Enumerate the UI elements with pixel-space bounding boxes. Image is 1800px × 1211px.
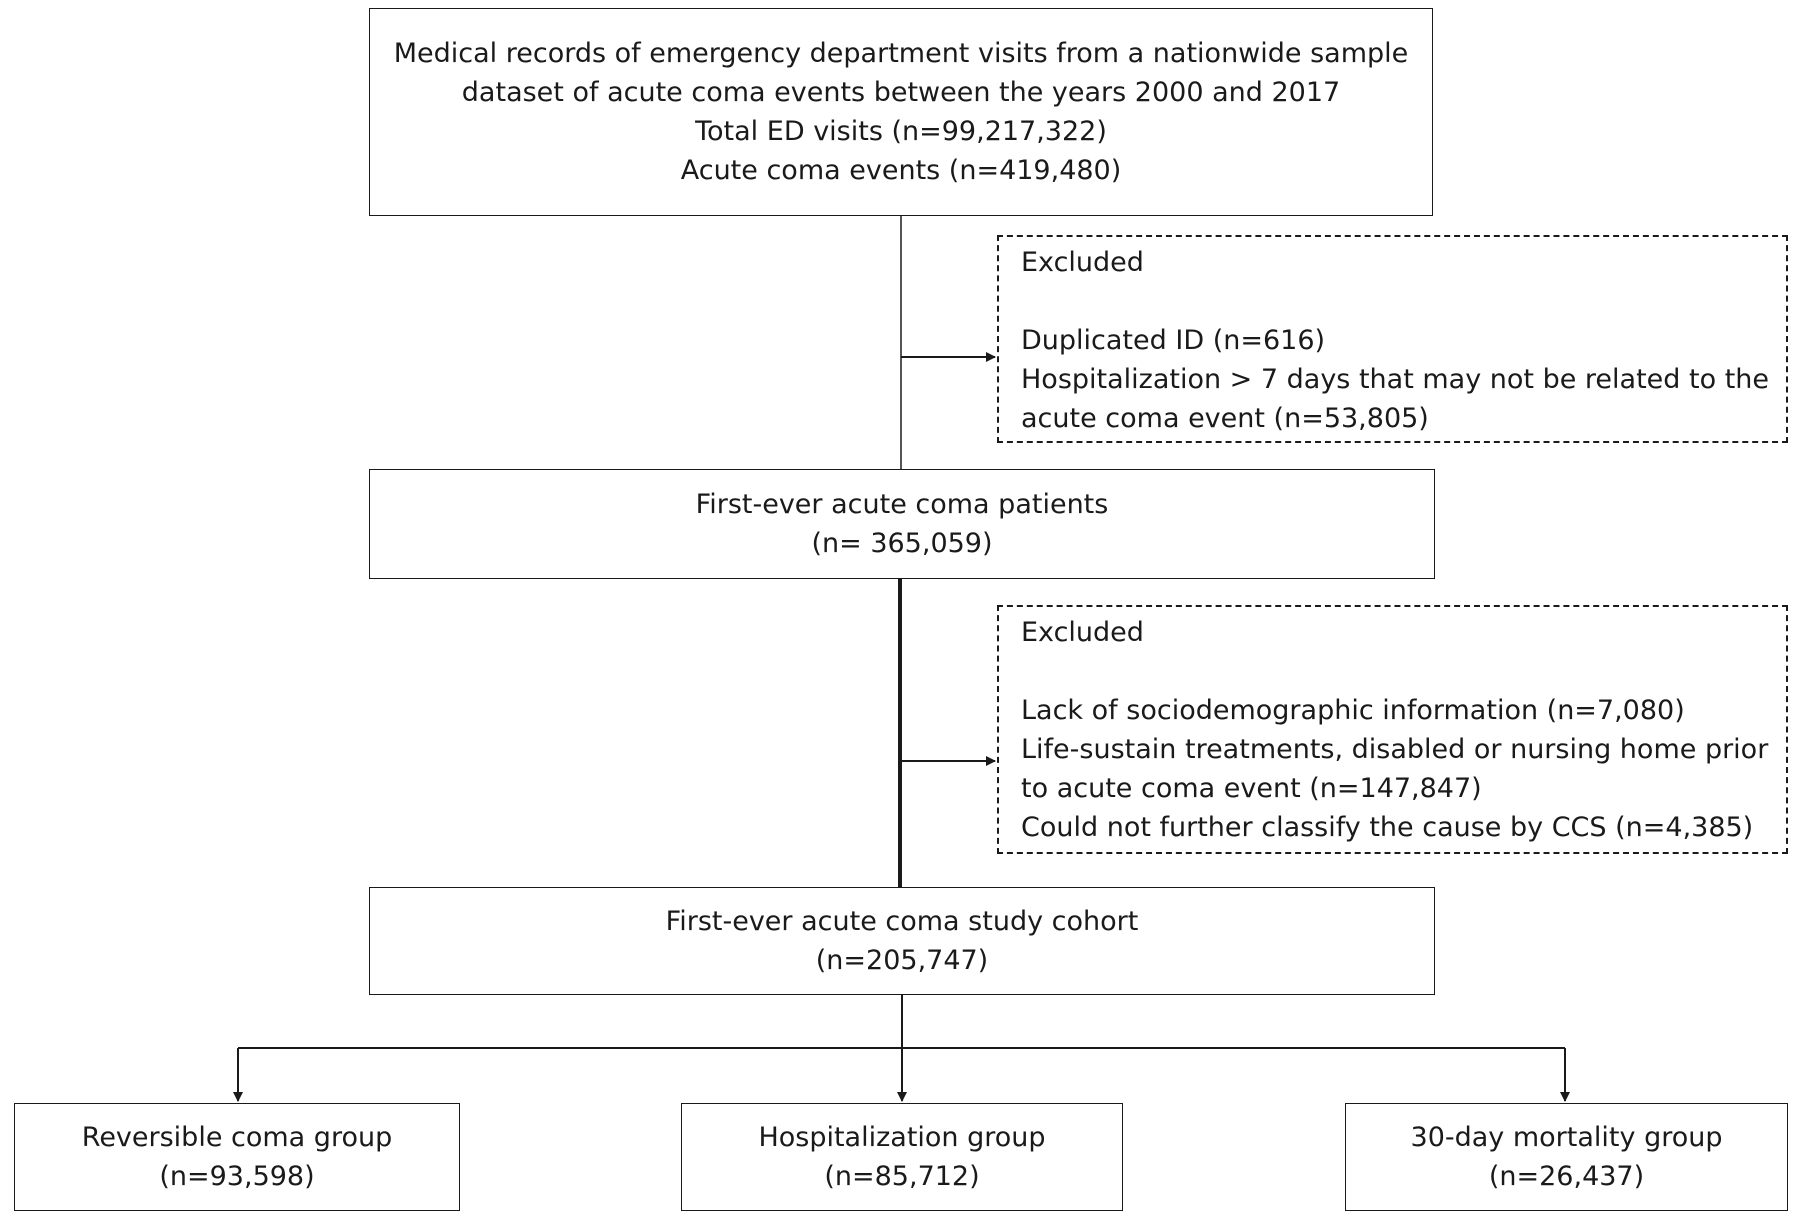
exclusion-1-line-2: Hospitalization > 7 days that may not be… xyxy=(1021,364,1769,395)
group-box-hospitalization: Hospitalization group (n=85,712) xyxy=(681,1103,1123,1211)
group-box-mortality: 30-day mortality group (n=26,437) xyxy=(1345,1103,1788,1211)
group-box-reversible: Reversible coma group (n=93,598) xyxy=(14,1103,460,1211)
exclusion-box-1: Excluded Duplicated ID (n=616) Hospitali… xyxy=(997,235,1788,443)
exclusion-1-line-3: acute coma event (n=53,805) xyxy=(1021,403,1429,434)
group-hospitalization-count: (n=85,712) xyxy=(824,1161,980,1192)
group-hospitalization-name: Hospitalization group xyxy=(758,1122,1046,1153)
source-line-3: Total ED visits (n=99,217,322) xyxy=(695,116,1107,147)
first-ever-patients-box: First-ever acute coma patients (n= 365,0… xyxy=(369,469,1435,579)
exclusion-2-line-4: Could not further classify the cause by … xyxy=(1021,812,1754,843)
group-reversible-name: Reversible coma group xyxy=(81,1122,393,1153)
source-line-2: dataset of acute coma events between the… xyxy=(461,77,1341,108)
cohort-line-1: First-ever acute coma study cohort xyxy=(665,906,1139,937)
source-box: Medical records of emergency department … xyxy=(369,8,1433,216)
group-mortality-count: (n=26,437) xyxy=(1488,1161,1645,1192)
exclusion-2-spacer xyxy=(1021,652,1786,691)
exclusion-1-heading: Excluded xyxy=(1021,247,1144,278)
study-cohort-box: First-ever acute coma study cohort (n=20… xyxy=(369,887,1435,995)
source-line-4: Acute coma events (n=419,480) xyxy=(680,155,1122,186)
exclusion-2-line-2: Life-sustain treatments, disabled or nur… xyxy=(1021,734,1769,765)
group-mortality-name: 30-day mortality group xyxy=(1410,1122,1723,1153)
source-line-1: Medical records of emergency department … xyxy=(393,38,1409,69)
cohort-line-2: (n=205,747) xyxy=(815,945,989,976)
exclusion-2-heading: Excluded xyxy=(1021,617,1144,648)
exclusion-1-spacer xyxy=(1021,282,1786,321)
first-ever-line-2: (n= 365,059) xyxy=(811,528,993,559)
exclusion-2-line-1: Lack of sociodemographic information (n=… xyxy=(1021,695,1685,726)
exclusion-2-line-3: to acute coma event (n=147,847) xyxy=(1021,773,1482,804)
exclusion-box-2: Excluded Lack of sociodemographic inform… xyxy=(997,605,1788,854)
exclusion-1-line-1: Duplicated ID (n=616) xyxy=(1021,325,1326,356)
group-reversible-count: (n=93,598) xyxy=(159,1161,315,1192)
first-ever-line-1: First-ever acute coma patients xyxy=(695,489,1109,520)
